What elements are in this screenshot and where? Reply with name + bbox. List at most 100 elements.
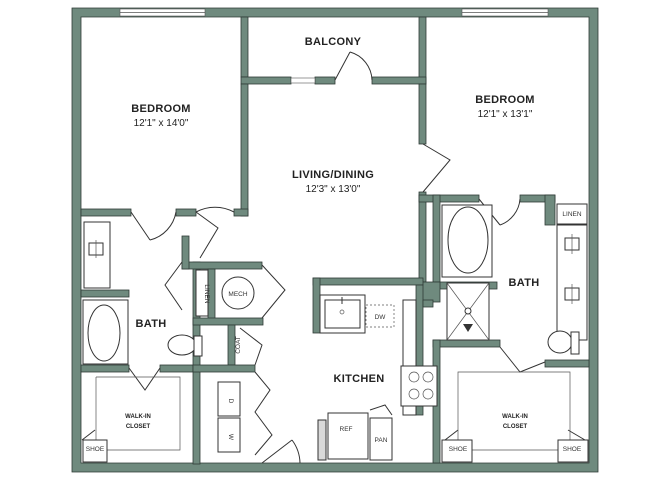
- washer-icon: [217, 417, 241, 453]
- pantry-door: [369, 404, 393, 416]
- burner-icon: [422, 371, 434, 383]
- linen-left-label: LINEN: [203, 284, 210, 303]
- balcony-wall-left: [240, 16, 249, 78]
- bedroom-right-title: BEDROOM: [475, 94, 535, 106]
- kitchen-connector: [422, 299, 434, 308]
- balcony-door: [334, 51, 373, 81]
- living-title: LIVING/DINING: [292, 169, 374, 181]
- left-bedroom-door: [130, 211, 177, 241]
- right-bath-wall-left: [432, 194, 441, 286]
- left-tub-basin: [87, 304, 121, 362]
- left-bedroom-wall-right: [240, 83, 249, 217]
- left-bath-wall-top: [80, 289, 130, 298]
- dishwasher: [365, 304, 395, 328]
- right-bedroom-wall-bottom-a: [418, 194, 480, 203]
- bath-right-title: BATH: [509, 277, 540, 289]
- burner-icon: [408, 388, 420, 400]
- right-closet-door: [499, 346, 546, 373]
- left-bedroom-wall-bottom-b: [175, 208, 197, 217]
- refrigerator: [327, 412, 369, 460]
- linen-shelf: [195, 269, 209, 317]
- shoe-shelf-right-a: [441, 439, 473, 463]
- ref-label: REF: [340, 426, 353, 433]
- right-toilet-icon: [547, 330, 573, 354]
- dryer-icon: [217, 381, 241, 417]
- left-toilet-tank: [193, 335, 203, 357]
- balcony-slider: [290, 77, 316, 84]
- labels: BALCONY BEDROOM 12'1" x 14'0" BEDROOM 12…: [86, 36, 582, 453]
- mech-label: MECH: [228, 291, 247, 298]
- pan-label: PAN: [375, 437, 388, 444]
- shoe-shelf-left: [82, 439, 108, 463]
- bedroom-right-dimensions: 12'1" x 13'1": [478, 109, 533, 120]
- entry-door: [261, 439, 301, 464]
- linen-mech-wall-bottom: [192, 317, 264, 326]
- shoe-label-2: SHOE: [449, 446, 468, 453]
- right-bedroom-door: [422, 143, 451, 193]
- mech-door: [261, 264, 286, 319]
- right-linen-wall: [544, 194, 556, 226]
- bedroom-left-dimensions: 12'1" x 14'0": [134, 118, 189, 129]
- burner-icon: [422, 388, 434, 400]
- linen-right-label: LINEN: [562, 211, 581, 218]
- bath-left-title: BATH: [136, 318, 167, 330]
- shoe-door-left: [81, 429, 96, 441]
- balcony-wall-bottom-left: [240, 76, 292, 85]
- pantry: [369, 417, 393, 461]
- balcony-wall-bottom-mid: [314, 76, 336, 85]
- right-linen-shelf: [556, 203, 588, 225]
- left-bath-wall-bottom-a: [80, 364, 130, 373]
- left-bedroom-wall-bottom-a: [80, 208, 132, 217]
- right-toilet-tank: [570, 331, 580, 355]
- right-closet-shelf: [457, 371, 571, 451]
- closet-left-line1: WALK-IN: [125, 414, 151, 420]
- shoe-door-right-b: [567, 429, 586, 441]
- shoe-shelf-right-b: [557, 439, 589, 463]
- shoe-label-3: SHOE: [563, 446, 582, 453]
- coat-wall-left: [227, 324, 236, 366]
- linen-wall-stub: [181, 235, 190, 270]
- cooktop: [400, 365, 438, 407]
- bedroom-left-title: BEDROOM: [131, 103, 191, 115]
- coat-door: [239, 327, 263, 366]
- burner-icon: [408, 371, 420, 383]
- linen-door: [164, 261, 183, 311]
- right-bedroom-wall-left-b: [418, 191, 427, 283]
- right-closet-wall-top: [544, 359, 590, 368]
- right-tub-basin: [447, 206, 489, 274]
- left-hall-door: [195, 206, 235, 259]
- kitchen-title: KITCHEN: [334, 373, 385, 385]
- balcony-wall-right: [418, 16, 427, 85]
- closet-left-line2: CLOSET: [126, 424, 151, 430]
- closet-right-line2: CLOSET: [503, 424, 528, 430]
- dw-label: DW: [375, 314, 387, 321]
- left-bedroom-wall-bottom-c: [233, 208, 249, 217]
- laundry-door: [254, 371, 273, 456]
- interior-walls: [80, 16, 590, 465]
- left-toilet-icon: [167, 334, 197, 356]
- refrigerator-side: [317, 419, 327, 461]
- right-bedroom-wall-left-a: [418, 83, 427, 145]
- shower-drain-icon: [464, 307, 472, 315]
- windows: [119, 8, 549, 17]
- shower-arrow-icon: [463, 324, 473, 332]
- left-closet-shelf: [95, 376, 181, 451]
- closet-right-line1: WALK-IN: [502, 414, 528, 420]
- kitchen-wall-left: [312, 277, 321, 334]
- shoe-label-1: SHOE: [86, 446, 105, 453]
- dryer-label: D: [227, 399, 234, 404]
- fixtures: [82, 203, 589, 463]
- living-dimensions: 12'3" x 13'0": [306, 184, 361, 195]
- linen-mech-wall-top: [181, 261, 263, 270]
- left-bath-door: [128, 367, 161, 391]
- balcony-title: BALCONY: [305, 36, 362, 48]
- washer-label: W: [227, 434, 234, 441]
- right-bath-wall-bottom: [432, 339, 501, 348]
- mech-unit-icon: [221, 276, 255, 310]
- laundry-wall-top: [192, 364, 256, 373]
- coat-label: COAT: [235, 336, 242, 354]
- balcony-wall-bottom-right: [371, 76, 427, 85]
- kitchen-wall-top: [312, 277, 424, 286]
- shoe-door-right-a: [444, 429, 459, 441]
